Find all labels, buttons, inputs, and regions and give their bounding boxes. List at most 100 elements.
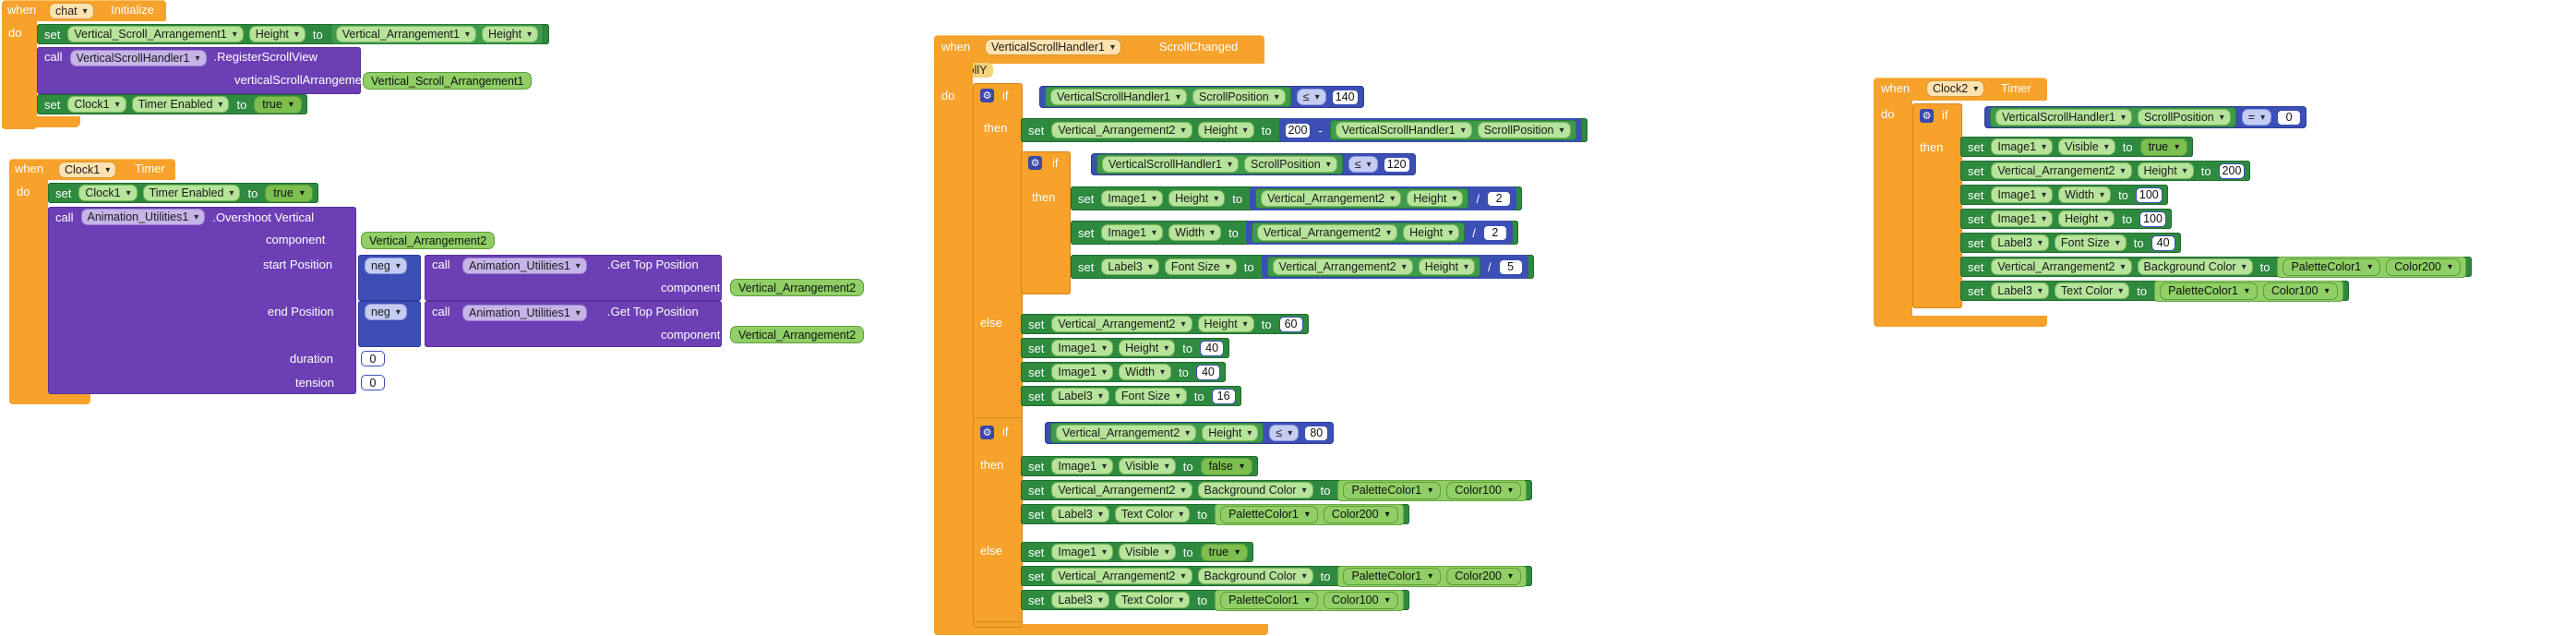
set-block[interactable]: set Image1 Height to 40: [1021, 338, 1230, 358]
property-dropdown[interactable]: ScrollPosition: [1477, 122, 1571, 138]
component-dropdown[interactable]: Image1: [1101, 190, 1164, 207]
property-dropdown[interactable]: Background Color: [1197, 482, 1313, 498]
set-timer-enabled-block[interactable]: set Clock1 Timer Enabled to true: [37, 94, 307, 114]
component-dropdown[interactable]: VerticalScrollHandler1: [985, 39, 1122, 55]
compare-block[interactable]: Vertical_Arrangement2 Height ≤ 80: [1045, 422, 1335, 444]
gear-icon[interactable]: ⚙: [1028, 156, 1042, 170]
number-block[interactable]: 40: [2151, 234, 2175, 251]
palette-block[interactable]: PaletteColor1 Color200: [1215, 503, 1404, 525]
component-dropdown[interactable]: VerticalScrollHandler1: [1050, 89, 1188, 105]
set-block[interactable]: set Label3 Font Size to 40: [1960, 233, 2181, 253]
property-dropdown[interactable]: Height: [248, 26, 306, 42]
divide-block[interactable]: Vertical_Arrangement2 Height / 2: [1250, 186, 1517, 210]
property-dropdown[interactable]: Timer Enabled: [142, 185, 241, 201]
component-dropdown[interactable]: Clock1: [78, 185, 138, 201]
number-block[interactable]: 2: [1482, 224, 1507, 241]
component-block[interactable]: Vertical_Arrangement2: [730, 279, 865, 296]
if-block[interactable]: [973, 417, 1023, 622]
palette-block[interactable]: PaletteColor1 Color200: [1337, 565, 1528, 587]
component-dropdown[interactable]: PaletteColor1: [1220, 591, 1318, 609]
component-dropdown[interactable]: Image1: [1051, 364, 1114, 380]
number-block[interactable]: 5: [1498, 258, 1523, 275]
set-block[interactable]: set Vertical_Arrangement2 Background Col…: [1960, 256, 2473, 278]
number-block[interactable]: 100: [2139, 210, 2166, 227]
component-dropdown[interactable]: Animation_Utilities1: [462, 258, 587, 274]
component-dropdown[interactable]: Vertical_Scroll_Arrangement1: [67, 26, 244, 42]
component-dropdown[interactable]: VerticalScrollHandler1: [1335, 122, 1472, 138]
property-dropdown[interactable]: Color100: [2262, 282, 2338, 300]
number-block[interactable]: 40: [1200, 340, 1225, 356]
property-dropdown[interactable]: Font Size: [1114, 388, 1187, 404]
set-block[interactable]: set Image1 Height to 100: [1960, 209, 2172, 229]
compare-block[interactable]: VerticalScrollHandler1 ScrollPosition ≤ …: [1039, 86, 1364, 108]
component-dropdown[interactable]: Label3: [1991, 282, 2049, 299]
component-dropdown[interactable]: Animation_Utilities1: [80, 209, 206, 225]
palette-block[interactable]: PaletteColor1 Color100: [2154, 280, 2343, 302]
property-dropdown[interactable]: Font Size: [1164, 258, 1237, 275]
component-dropdown[interactable]: Image1: [1101, 224, 1164, 241]
property-dropdown[interactable]: Text Color: [1114, 506, 1191, 522]
number-block[interactable]: 60: [1278, 316, 1303, 332]
set-block[interactable]: set Image1 Width to 40: [1021, 362, 1226, 382]
getter-block[interactable]: Vertical_Arrangement1 Height: [329, 24, 545, 44]
component-dropdown[interactable]: Image1: [1051, 544, 1114, 560]
set-timer-enabled-block[interactable]: set Clock1 Timer Enabled to true: [48, 183, 318, 203]
set-height-block[interactable]: set Vertical_Arrangement2 Height to 200 …: [1021, 118, 1588, 142]
property-dropdown[interactable]: Color100: [1446, 481, 1522, 499]
component-dropdown[interactable]: Clock2: [1926, 80, 1985, 97]
property-dropdown[interactable]: ScrollPosition: [1192, 89, 1286, 105]
set-block[interactable]: set Image1 Width to 100: [1960, 185, 2168, 205]
palette-block[interactable]: PaletteColor1 Color200: [2277, 256, 2467, 278]
call-register-scrollview[interactable]: call VerticalScrollHandler1 .RegisterScr…: [37, 47, 361, 94]
operator-dropdown[interactable]: =: [2241, 109, 2272, 126]
component-dropdown[interactable]: PaletteColor1: [1220, 505, 1318, 523]
property-dropdown[interactable]: Background Color: [2137, 258, 2253, 275]
component-dropdown[interactable]: VerticalScrollHandler1: [1995, 109, 2133, 126]
property-dropdown[interactable]: Height: [2137, 162, 2194, 179]
palette-block[interactable]: PaletteColor1 Color100: [1337, 479, 1528, 501]
set-block[interactable]: set Label3 Text Color to PaletteColor1 C…: [1960, 280, 2349, 302]
component-dropdown[interactable]: PaletteColor1: [2282, 258, 2381, 276]
set-block[interactable]: set Vertical_Arrangement2 Background Col…: [1021, 565, 1533, 587]
component-dropdown[interactable]: Label3: [1051, 506, 1109, 522]
set-block[interactable]: set Image1 Width to Vertical_Arrangement…: [1071, 221, 1518, 245]
property-dropdown[interactable]: Color200: [2386, 258, 2462, 276]
component-dropdown[interactable]: Vertical_Arrangement2: [1051, 122, 1192, 138]
property-dropdown[interactable]: Height: [1202, 425, 1259, 441]
neg-dropdown[interactable]: neg: [365, 258, 407, 274]
set-block[interactable]: set Vertical_Arrangement2 Height to 60: [1021, 314, 1309, 334]
set-block[interactable]: set Image1 Visible to false: [1021, 456, 1258, 476]
component-dropdown[interactable]: Animation_Utilities1: [462, 305, 587, 321]
divide-block[interactable]: Vertical_Arrangement2 Height / 5: [1261, 255, 1528, 279]
component-dropdown[interactable]: Vertical_Arrangement2: [1261, 190, 1402, 207]
component-dropdown[interactable]: Clock1: [67, 96, 126, 113]
number-block[interactable]: 140: [1331, 89, 1359, 105]
component-dropdown[interactable]: Vertical_Arrangement2: [1051, 482, 1192, 498]
property-dropdown[interactable]: Height: [1197, 122, 1254, 138]
set-block[interactable]: set Label3 Font Size to Vertical_Arrange…: [1071, 255, 1534, 279]
property-dropdown[interactable]: Font Size: [2054, 234, 2127, 251]
property-dropdown[interactable]: Height: [1119, 340, 1176, 356]
set-height-block[interactable]: set Vertical_Scroll_Arrangement1 Height …: [37, 24, 550, 44]
component-dropdown[interactable]: PaletteColor1: [1343, 481, 1442, 499]
property-dropdown[interactable]: Height: [1418, 258, 1475, 275]
gear-icon[interactable]: ⚙: [980, 89, 994, 102]
property-dropdown[interactable]: Height: [1403, 224, 1460, 241]
component-dropdown[interactable]: chat: [49, 3, 94, 19]
divide-block[interactable]: Vertical_Arrangement2 Height / 2: [1245, 221, 1513, 245]
gear-icon[interactable]: ⚙: [1920, 109, 1934, 123]
property-dropdown[interactable]: ScrollPosition: [1244, 156, 1337, 173]
component-dropdown[interactable]: Image1: [1051, 458, 1114, 474]
neg-dropdown[interactable]: neg: [365, 304, 407, 320]
component-dropdown[interactable]: Vertical_Arrangement1: [335, 26, 476, 42]
component-dropdown[interactable]: Label3: [1051, 592, 1109, 608]
property-dropdown[interactable]: Height: [2058, 210, 2115, 227]
component-dropdown[interactable]: VerticalScrollHandler1: [69, 50, 207, 66]
component-block[interactable]: Vertical_Scroll_Arrangement1: [363, 72, 533, 90]
if-block[interactable]: [1912, 103, 1962, 308]
number-block[interactable]: 200: [2218, 162, 2246, 179]
component-dropdown[interactable]: Vertical_Arrangement2: [1051, 568, 1192, 584]
property-dropdown[interactable]: Timer Enabled: [131, 96, 230, 113]
number-block[interactable]: 120: [1383, 156, 1410, 173]
boolean-block[interactable]: true: [2139, 138, 2188, 156]
